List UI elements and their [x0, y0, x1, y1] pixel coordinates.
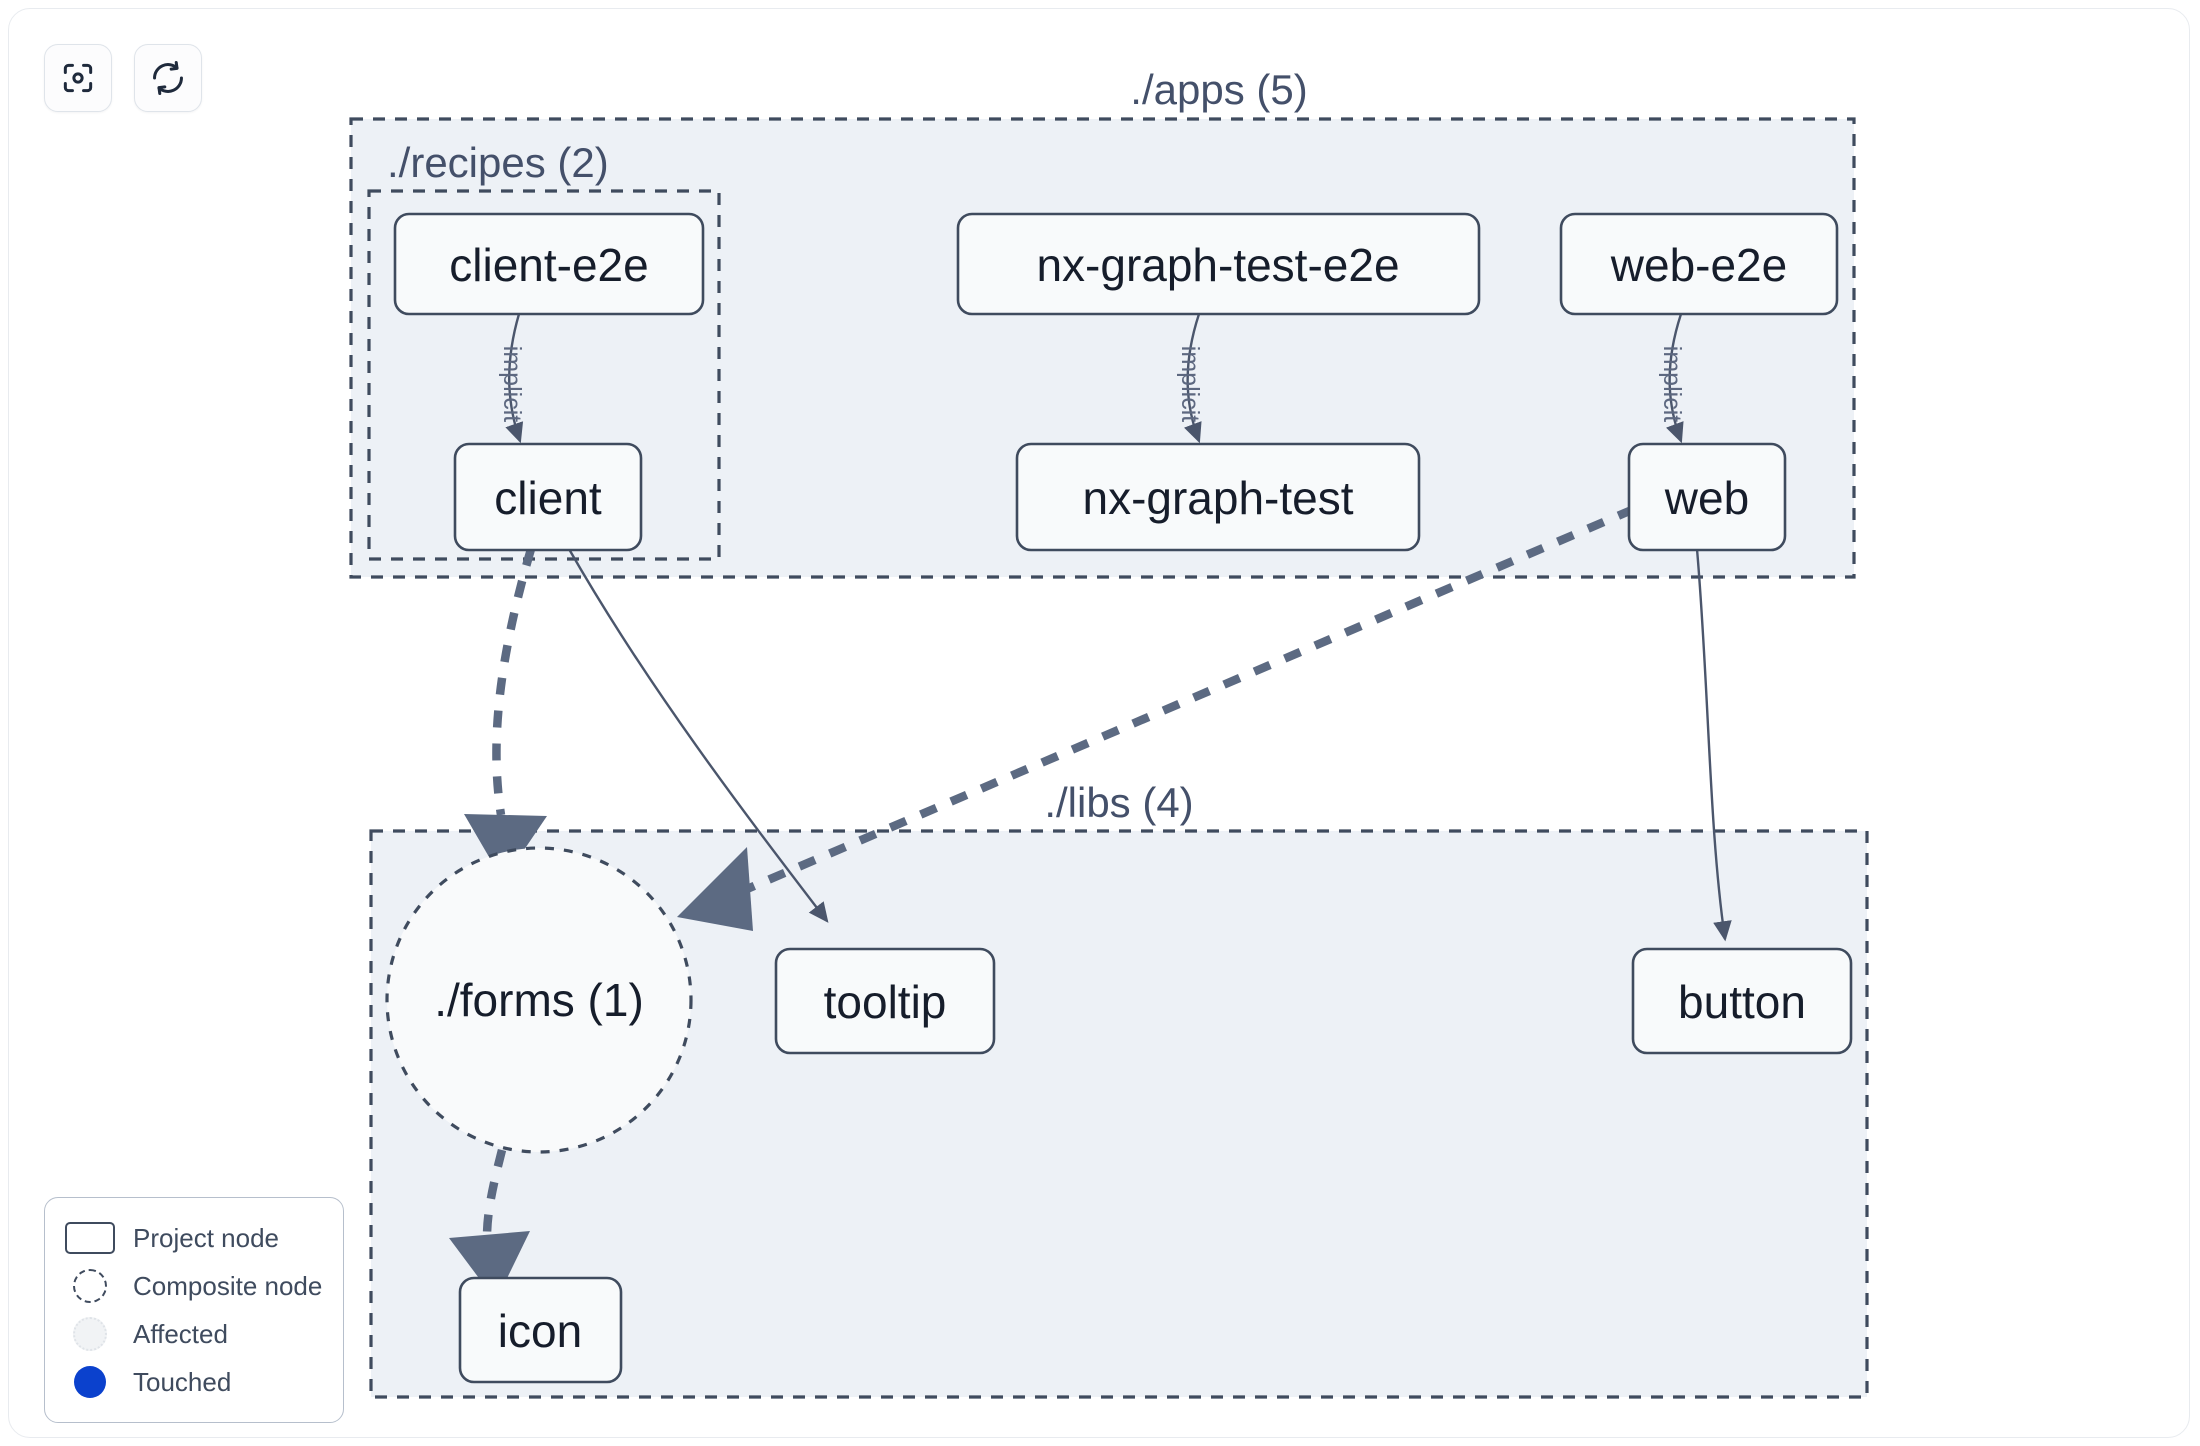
legend-item-composite-node: Composite node — [63, 1262, 325, 1310]
legend-item-project-node: Project node — [63, 1214, 325, 1262]
focus-viewfinder-icon — [59, 59, 97, 97]
node-web[interactable]: web — [1627, 442, 1787, 552]
graph-legend: Project node Composite node Affected Tou… — [44, 1197, 344, 1423]
composite-node-swatch — [63, 1269, 117, 1303]
legend-label-affected: Affected — [133, 1318, 228, 1349]
refresh-icon — [149, 59, 187, 97]
edge-web-to-button — [1695, 548, 1732, 942]
edge-forms-to-icon — [449, 1148, 530, 1301]
group-recipes-label: ./recipes (2) — [387, 139, 609, 186]
edge-client-to-forms — [464, 547, 547, 881]
node-button-label: button — [1678, 976, 1806, 1028]
edge-nxgraphteste2e-to-nxgraphtest: implicit — [1176, 313, 1204, 444]
node-web-label: web — [1664, 472, 1749, 524]
node-nx-graph-test[interactable]: nx-graph-test — [1015, 442, 1421, 552]
group-libs-label: ./libs (4) — [1044, 779, 1193, 826]
node-web-e2e-label: web-e2e — [1610, 239, 1787, 291]
edge-label-implicit-nx: implicit — [1176, 346, 1204, 422]
edge-web-to-forms — [677, 505, 1636, 931]
legend-item-affected: Affected — [63, 1310, 325, 1358]
graph-toolbar — [44, 44, 202, 112]
node-client-e2e[interactable]: client-e2e — [393, 212, 705, 316]
dependency-graph-canvas[interactable]: ./apps (5) ./recipes (2) ./libs (4) impl… — [9, 9, 2200, 1446]
edge-label-implicit-web: implicit — [1658, 346, 1686, 422]
node-forms-label: ./forms (1) — [434, 974, 644, 1026]
node-client-label: client — [494, 472, 602, 524]
edge-label-implicit-client: implicit — [498, 346, 526, 422]
affected-node-swatch — [63, 1317, 117, 1351]
node-icon-label: icon — [498, 1305, 582, 1357]
refresh-graph-button[interactable] — [134, 44, 202, 112]
legend-label-touched: Touched — [133, 1366, 232, 1397]
group-apps-label: ./apps (5) — [1130, 66, 1307, 113]
node-tooltip[interactable]: tooltip — [774, 947, 996, 1055]
node-nx-graph-test-e2e-label: nx-graph-test-e2e — [1036, 239, 1399, 291]
legend-label-composite-node: Composite node — [133, 1270, 323, 1301]
node-tooltip-label: tooltip — [824, 976, 947, 1028]
node-nx-graph-test-e2e[interactable]: nx-graph-test-e2e — [956, 212, 1481, 316]
node-icon[interactable]: icon — [458, 1276, 623, 1384]
node-nx-graph-test-label: nx-graph-test — [1082, 472, 1353, 524]
node-forms-composite[interactable]: ./forms (1) — [385, 846, 693, 1154]
node-client[interactable]: client — [453, 442, 643, 552]
node-web-e2e[interactable]: web-e2e — [1559, 212, 1839, 316]
edge-client-to-tooltip — [567, 548, 829, 923]
node-client-e2e-label: client-e2e — [449, 239, 648, 291]
edge-web-e2e-to-web: implicit — [1658, 313, 1686, 444]
touched-node-swatch — [63, 1365, 117, 1399]
node-button[interactable]: button — [1631, 947, 1853, 1055]
edge-client-e2e-to-client: implicit — [498, 313, 526, 444]
legend-label-project-node: Project node — [133, 1222, 279, 1253]
graph-panel: ./apps (5) ./recipes (2) ./libs (4) impl… — [8, 8, 2190, 1438]
legend-item-touched: Touched — [63, 1358, 325, 1406]
project-node-swatch — [63, 1221, 117, 1255]
focus-graph-button[interactable] — [44, 44, 112, 112]
